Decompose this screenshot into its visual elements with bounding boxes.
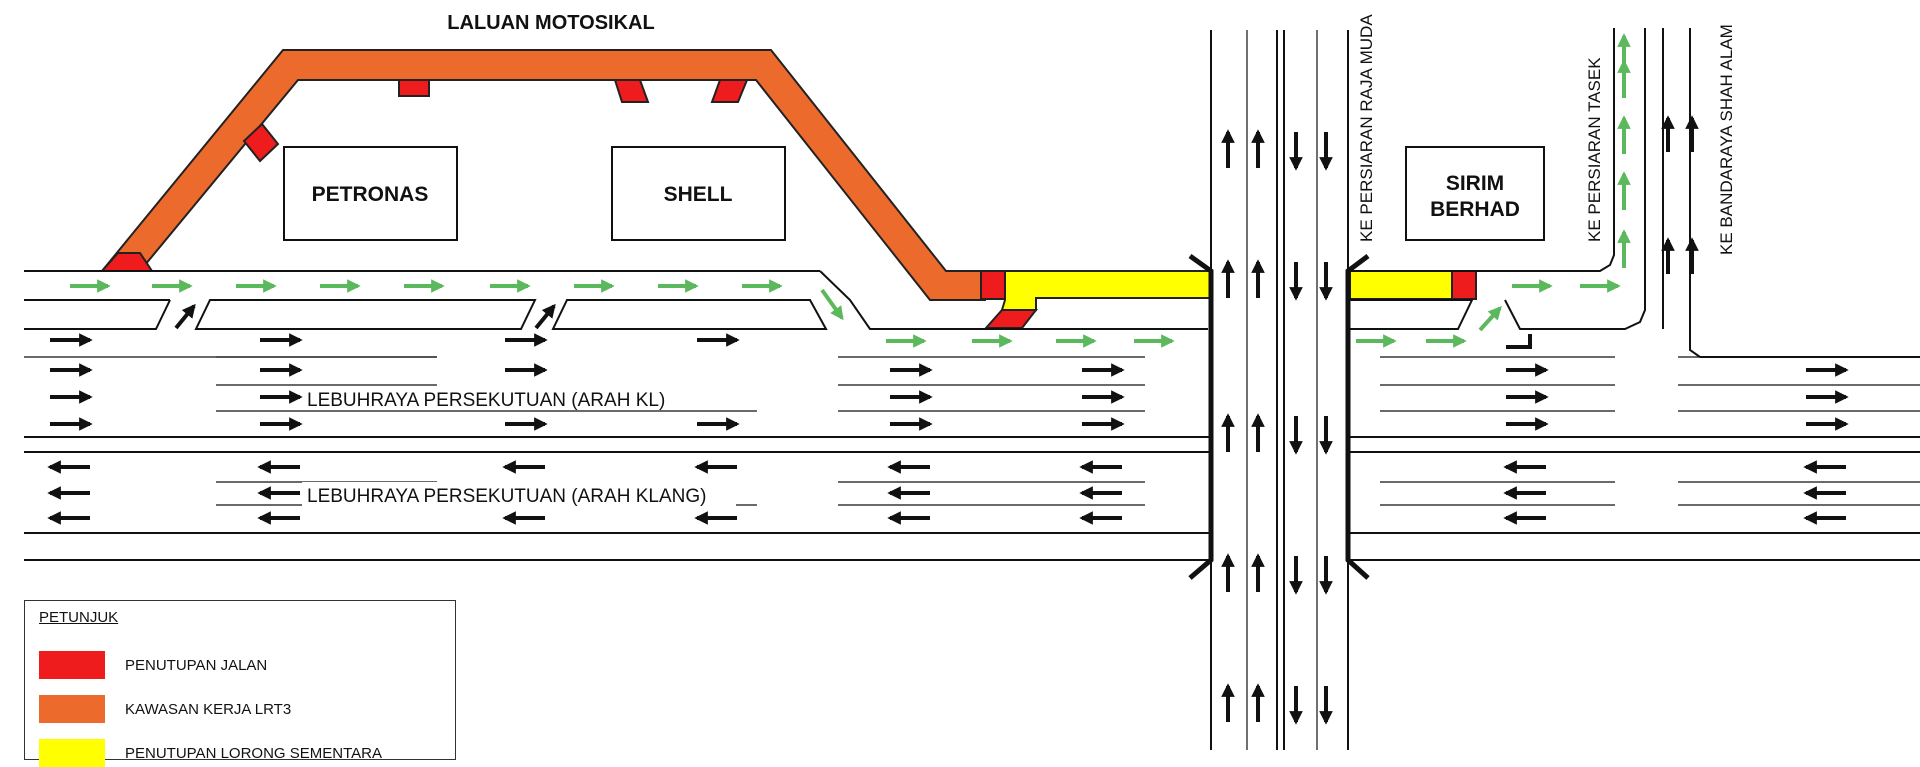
legend-item-lrt3-work-zone: KAWASAN KERJA LRT3: [39, 695, 291, 723]
northbound-arrows: [1221, 115, 1699, 722]
westbound-arrows: [47, 460, 1846, 525]
road-closure-marker: [242, 122, 280, 163]
traffic-diversion-map: PETRONAS SHELL SIRIM BERHAD LALUAN MOTOS…: [24, 12, 1920, 750]
road-label-shah-alam: KE BANDARAYA SHAH ALAM: [1717, 24, 1736, 255]
lane-closure-zone: [1000, 270, 1213, 311]
road-label-to-kl: LEBUHRAYA PERSEKUTUAN (ARAH KL): [307, 390, 665, 411]
building-sirim: SIRIM BERHAD: [1405, 146, 1545, 241]
road-network: [24, 28, 1920, 750]
building-label: SIRIM: [1446, 172, 1504, 195]
road-closure-marker: [398, 79, 430, 97]
legend-label: PENUTUPAN JALAN: [125, 656, 268, 674]
building-label: SHELL: [664, 183, 733, 206]
route-arrow: [820, 288, 844, 321]
merge-arrows: [174, 303, 1532, 349]
road-label-tasek: KE PERSIARAN TASEK: [1585, 57, 1604, 242]
lane-closure-zone: [1349, 270, 1453, 300]
legend-swatch: [39, 651, 105, 679]
eastbound-arrows: [50, 333, 1849, 431]
building-label: PETRONAS: [312, 183, 429, 206]
road-closure-marker: [710, 79, 749, 103]
road-label-raja-muda: KE PERSIARAN RAJA MUDA: [1357, 14, 1376, 242]
lrt3-work-zone: [99, 49, 986, 301]
road-closures: [99, 79, 1477, 329]
junction-kerbs: [1188, 253, 1370, 580]
traffic-arrows: [47, 115, 1849, 725]
motorcycle-route: [70, 33, 1631, 348]
building-petronas: PETRONAS: [283, 146, 458, 241]
road-closure-marker: [613, 79, 650, 103]
legend-heading: PETUNJUK: [39, 609, 119, 626]
building-label: BERHAD: [1430, 198, 1520, 221]
building-shell: SHELL: [611, 146, 786, 241]
legend-item-road-closure: PENUTUPAN JALAN: [39, 651, 267, 679]
road-closure-marker: [1451, 270, 1477, 300]
legend-swatch: [39, 695, 105, 723]
road-closure-marker: [983, 309, 1039, 329]
legend-label: KAWASAN KERJA LRT3: [125, 700, 292, 718]
map-legend: PETUNJUK PENUTUPAN JALAN KAWASAN KERJA L…: [24, 600, 456, 767]
southbound-arrows: [1289, 132, 1333, 725]
legend-swatch: [39, 739, 105, 767]
legend-label: PENUTUPAN LORONG SEMENTARA: [125, 744, 382, 762]
route-arrow: [1478, 305, 1502, 332]
legend-item-temporary-lane-closure: PENUTUPAN LORONG SEMENTARA: [39, 739, 382, 767]
road-label-to-klang: LEBUHRAYA PERSEKUTUAN (ARAH KLANG): [307, 486, 706, 507]
road-closure-marker: [980, 270, 1006, 300]
map-title: LALUAN MOTOSIKAL: [447, 12, 654, 34]
